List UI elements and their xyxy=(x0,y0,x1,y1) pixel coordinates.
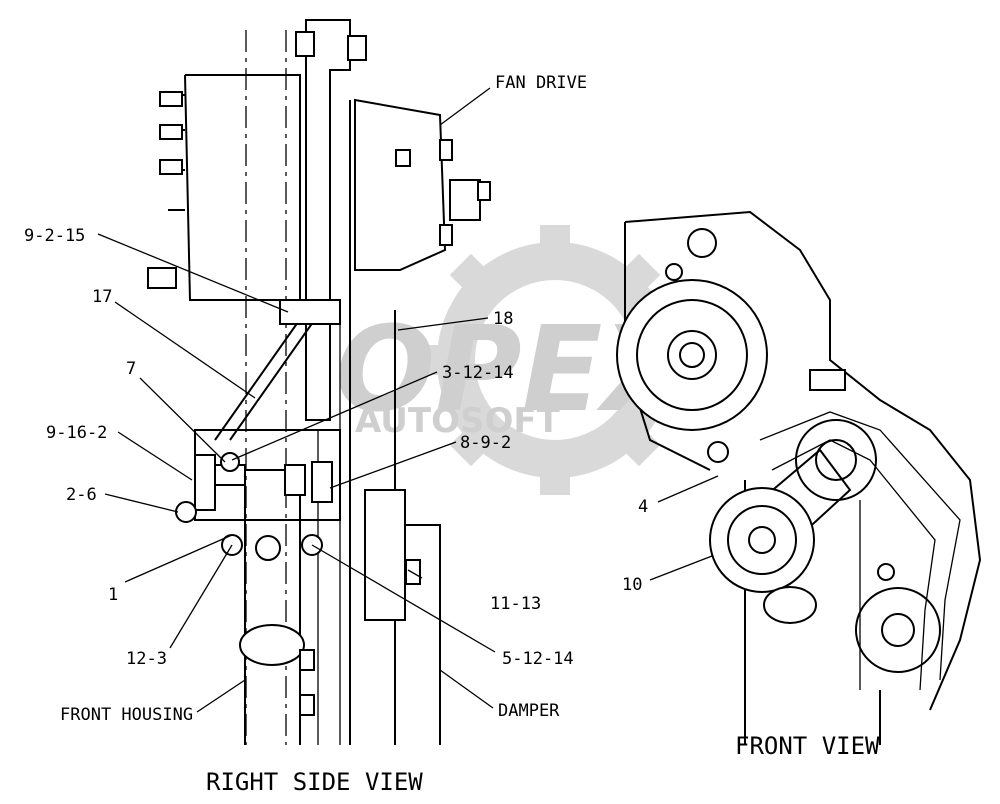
front-view-drawing xyxy=(616,210,982,745)
label-10: 10 xyxy=(622,575,642,595)
caption-right-side-view: RIGHT SIDE VIEW xyxy=(206,768,423,796)
label-17: 17 xyxy=(92,287,112,307)
watermark-sub: AUTOSOFT xyxy=(355,401,561,441)
leader-lines xyxy=(97,87,719,713)
label-8-9-2: 8-9-2 xyxy=(460,433,511,453)
label-11-13: 11-13 xyxy=(490,594,541,614)
callout-labels: FAN DRIVE 9-2-15 17 18 7 3-12-14 9-16-2 … xyxy=(24,73,648,725)
label-9-2-15: 9-2-15 xyxy=(24,226,85,246)
label-2-6: 2-6 xyxy=(66,485,97,505)
label-4: 4 xyxy=(638,497,648,517)
label-18: 18 xyxy=(493,309,513,329)
label-damper: DAMPER xyxy=(498,701,560,721)
label-1: 1 xyxy=(108,585,118,605)
label-12-3: 12-3 xyxy=(126,649,167,669)
label-front-housing: FRONT HOUSING xyxy=(60,705,193,725)
label-3-12-14: 3-12-14 xyxy=(442,363,514,383)
caption-front-view: FRONT VIEW xyxy=(735,732,880,760)
label-5-12-14: 5-12-14 xyxy=(502,649,574,669)
right-side-view-drawing xyxy=(147,19,491,745)
label-fan-drive: FAN DRIVE xyxy=(495,73,587,93)
label-7: 7 xyxy=(126,359,136,379)
label-9-16-2: 9-16-2 xyxy=(46,423,107,443)
